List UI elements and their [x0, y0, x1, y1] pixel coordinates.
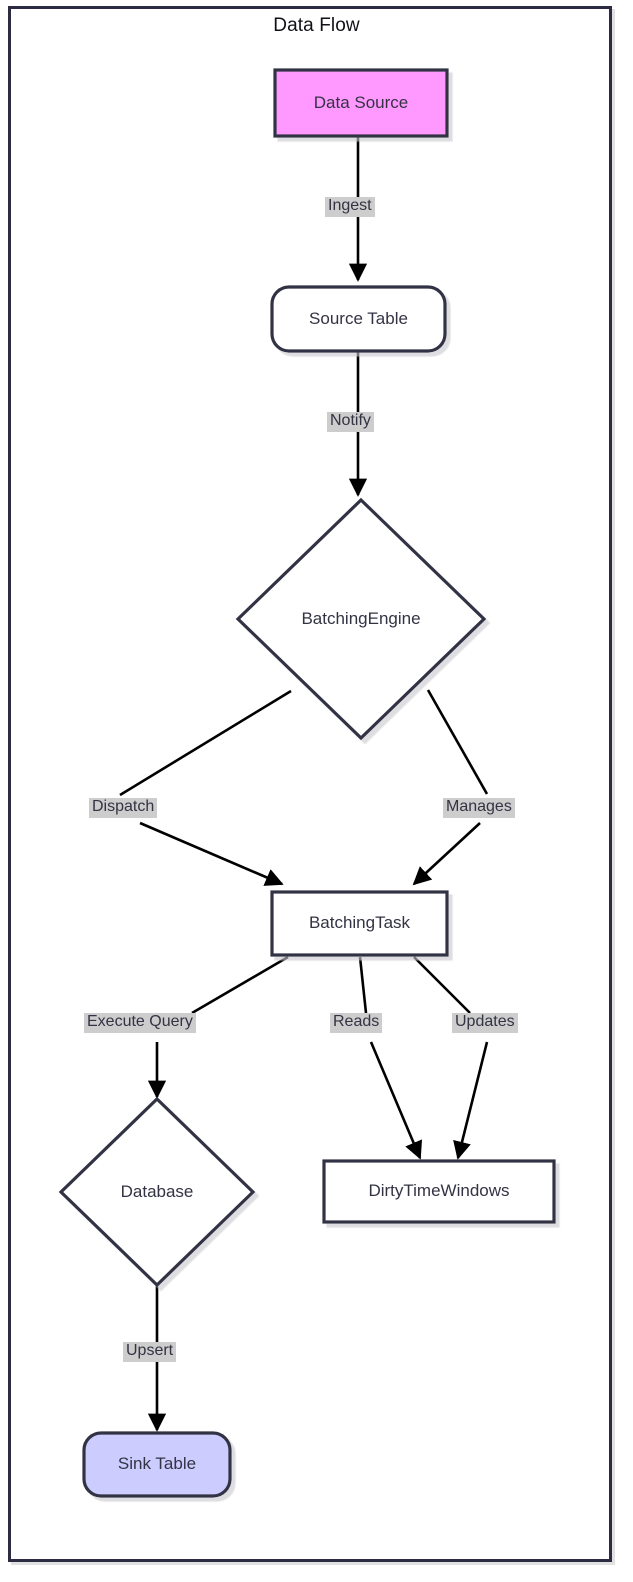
edge-label-updates: Updates: [452, 1013, 518, 1033]
edge-line-dispatch-tail: [139, 821, 284, 886]
diagram-title: Data Flow: [273, 15, 360, 36]
edge-line-execute-main: [191, 955, 289, 1015]
node-shape-batching-task[interactable]: [270, 890, 449, 957]
edge-line-dispatch-main: [119, 689, 292, 797]
edge-line-reads-main: [358, 956, 368, 1014]
node-shape-source-table[interactable]: [270, 285, 447, 353]
edge-overdraw-mask: [100, 660, 520, 900]
node-shape-dirty-time-windows[interactable]: [322, 1159, 556, 1224]
edge-label-notify: Notify: [327, 412, 374, 432]
edge-line-manages-tail: [412, 822, 481, 886]
edge-lines-fix: [119, 689, 489, 1160]
edge-label-execute-query: Execute Query: [84, 1013, 196, 1033]
edge-label-dispatch: Dispatch: [89, 798, 158, 818]
node-shape-sink-table[interactable]: [82, 1431, 232, 1498]
node-shape-data-source[interactable]: [273, 68, 449, 138]
edge-line-manages-main: [426, 689, 489, 795]
node-shape-batching-engine[interactable]: [235, 497, 487, 741]
node-shapes: [58, 68, 556, 1498]
node-shape-database[interactable]: [58, 1096, 256, 1288]
diagram-frame: [8, 6, 612, 1562]
edge-line-reads-tail: [369, 1041, 423, 1160]
edge-label-manages: Manages: [443, 798, 515, 818]
edge-label-upsert: Upsert: [123, 1342, 177, 1362]
edge-line-updates-main: [413, 956, 471, 1014]
edge-label-ingest: Ingest: [325, 197, 375, 217]
edge-line-updates-tail: [453, 1041, 489, 1160]
edge-label-reads: Reads: [330, 1013, 383, 1033]
